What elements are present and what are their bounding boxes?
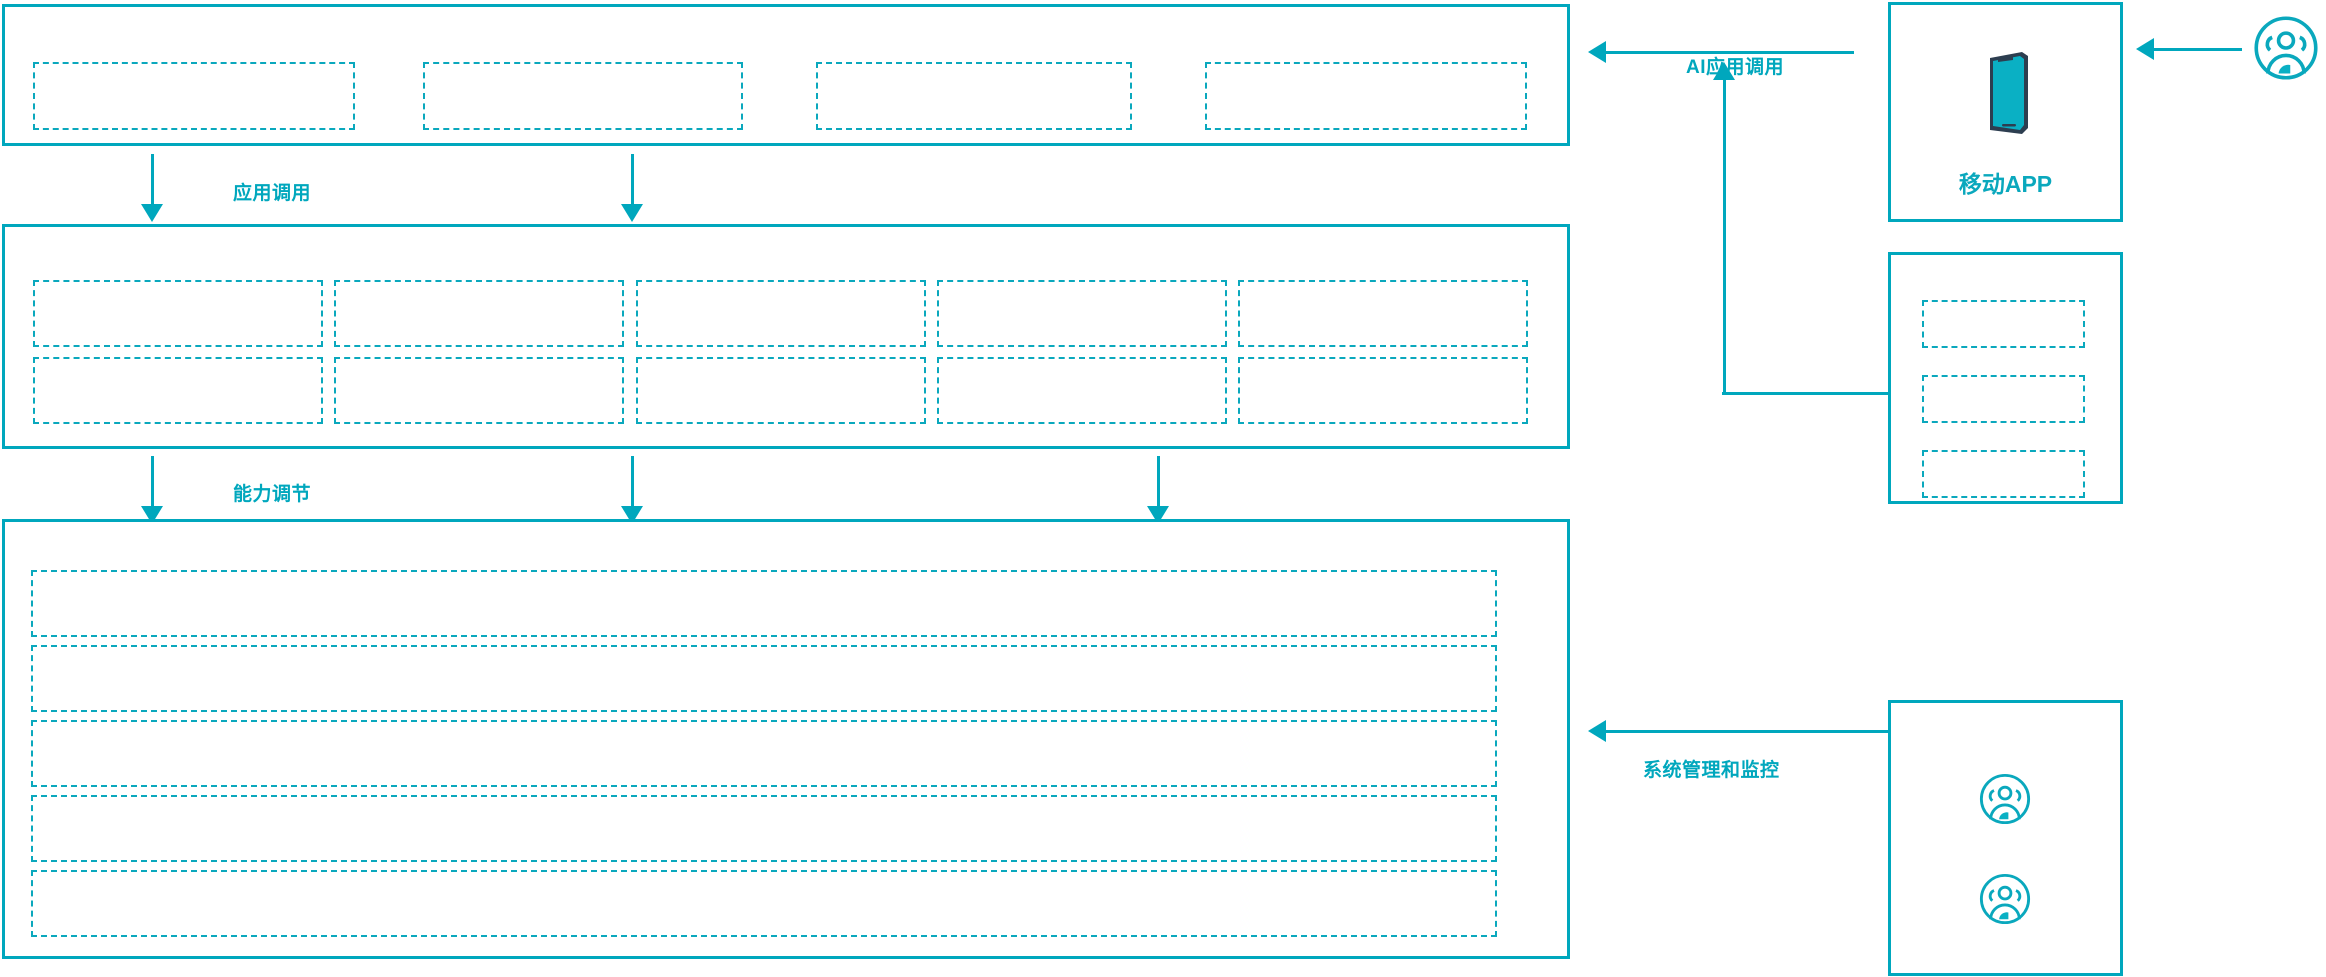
flow-capability-tune-arrow-3 [1146,456,1170,524]
channel-block-1[interactable] [1922,300,2085,348]
capability-block-r2c5[interactable] [1238,357,1528,424]
capability-block-r1c1[interactable] [33,280,323,347]
capability-layer-panel [2,224,1570,449]
application-layer-panel [2,4,1570,146]
flow-ai-app-invoke-riser-foot [1722,392,1890,395]
smartphone-icon [1978,48,2034,138]
users-group-icon-ops-1 [1978,772,2032,826]
app-block-1[interactable] [33,62,355,130]
platform-row-1[interactable] [31,570,1497,637]
mobile-app-label: 移动APP [1958,171,2053,197]
flow-capability-tune-arrow-1 [140,456,164,524]
capability-block-r1c2[interactable] [334,280,624,347]
flow-app-invoke-label: 应用调用 [233,183,312,204]
flow-app-invoke-arrow-2 [620,154,644,222]
channel-block-3[interactable] [1922,450,2085,498]
capability-block-r2c1[interactable] [33,357,323,424]
app-block-3[interactable] [816,62,1132,130]
flow-system-monitor-arrow [1588,719,1888,743]
flow-ai-app-invoke-arrow [1588,40,1854,64]
capability-block-r2c2[interactable] [334,357,624,424]
flow-system-monitor-label: 系统管理和监控 [1643,760,1780,781]
capability-block-r1c4[interactable] [937,280,1227,347]
capability-block-r2c3[interactable] [636,357,926,424]
flow-capability-tune-label: 能力调节 [233,484,312,505]
operations-panel [1888,700,2123,976]
channel-block-2[interactable] [1922,375,2085,423]
flow-actor-to-mobile-arrow [2136,37,2242,61]
end-user-actor-icon [2252,14,2320,82]
flow-ai-app-invoke-riser [1712,62,1736,395]
platform-row-4[interactable] [31,795,1497,862]
capability-block-r1c5[interactable] [1238,280,1528,347]
platform-row-2[interactable] [31,645,1497,712]
platform-layer-panel [2,519,1570,959]
app-block-4[interactable] [1205,62,1527,130]
platform-row-5[interactable] [31,870,1497,937]
platform-row-3[interactable] [31,720,1497,787]
capability-block-r2c4[interactable] [937,357,1227,424]
users-group-icon-ops-2 [1978,872,2032,926]
flow-capability-tune-arrow-2 [620,456,644,524]
flow-app-invoke-arrow-1 [140,154,164,222]
capability-block-r1c3[interactable] [636,280,926,347]
app-block-2[interactable] [423,62,743,130]
